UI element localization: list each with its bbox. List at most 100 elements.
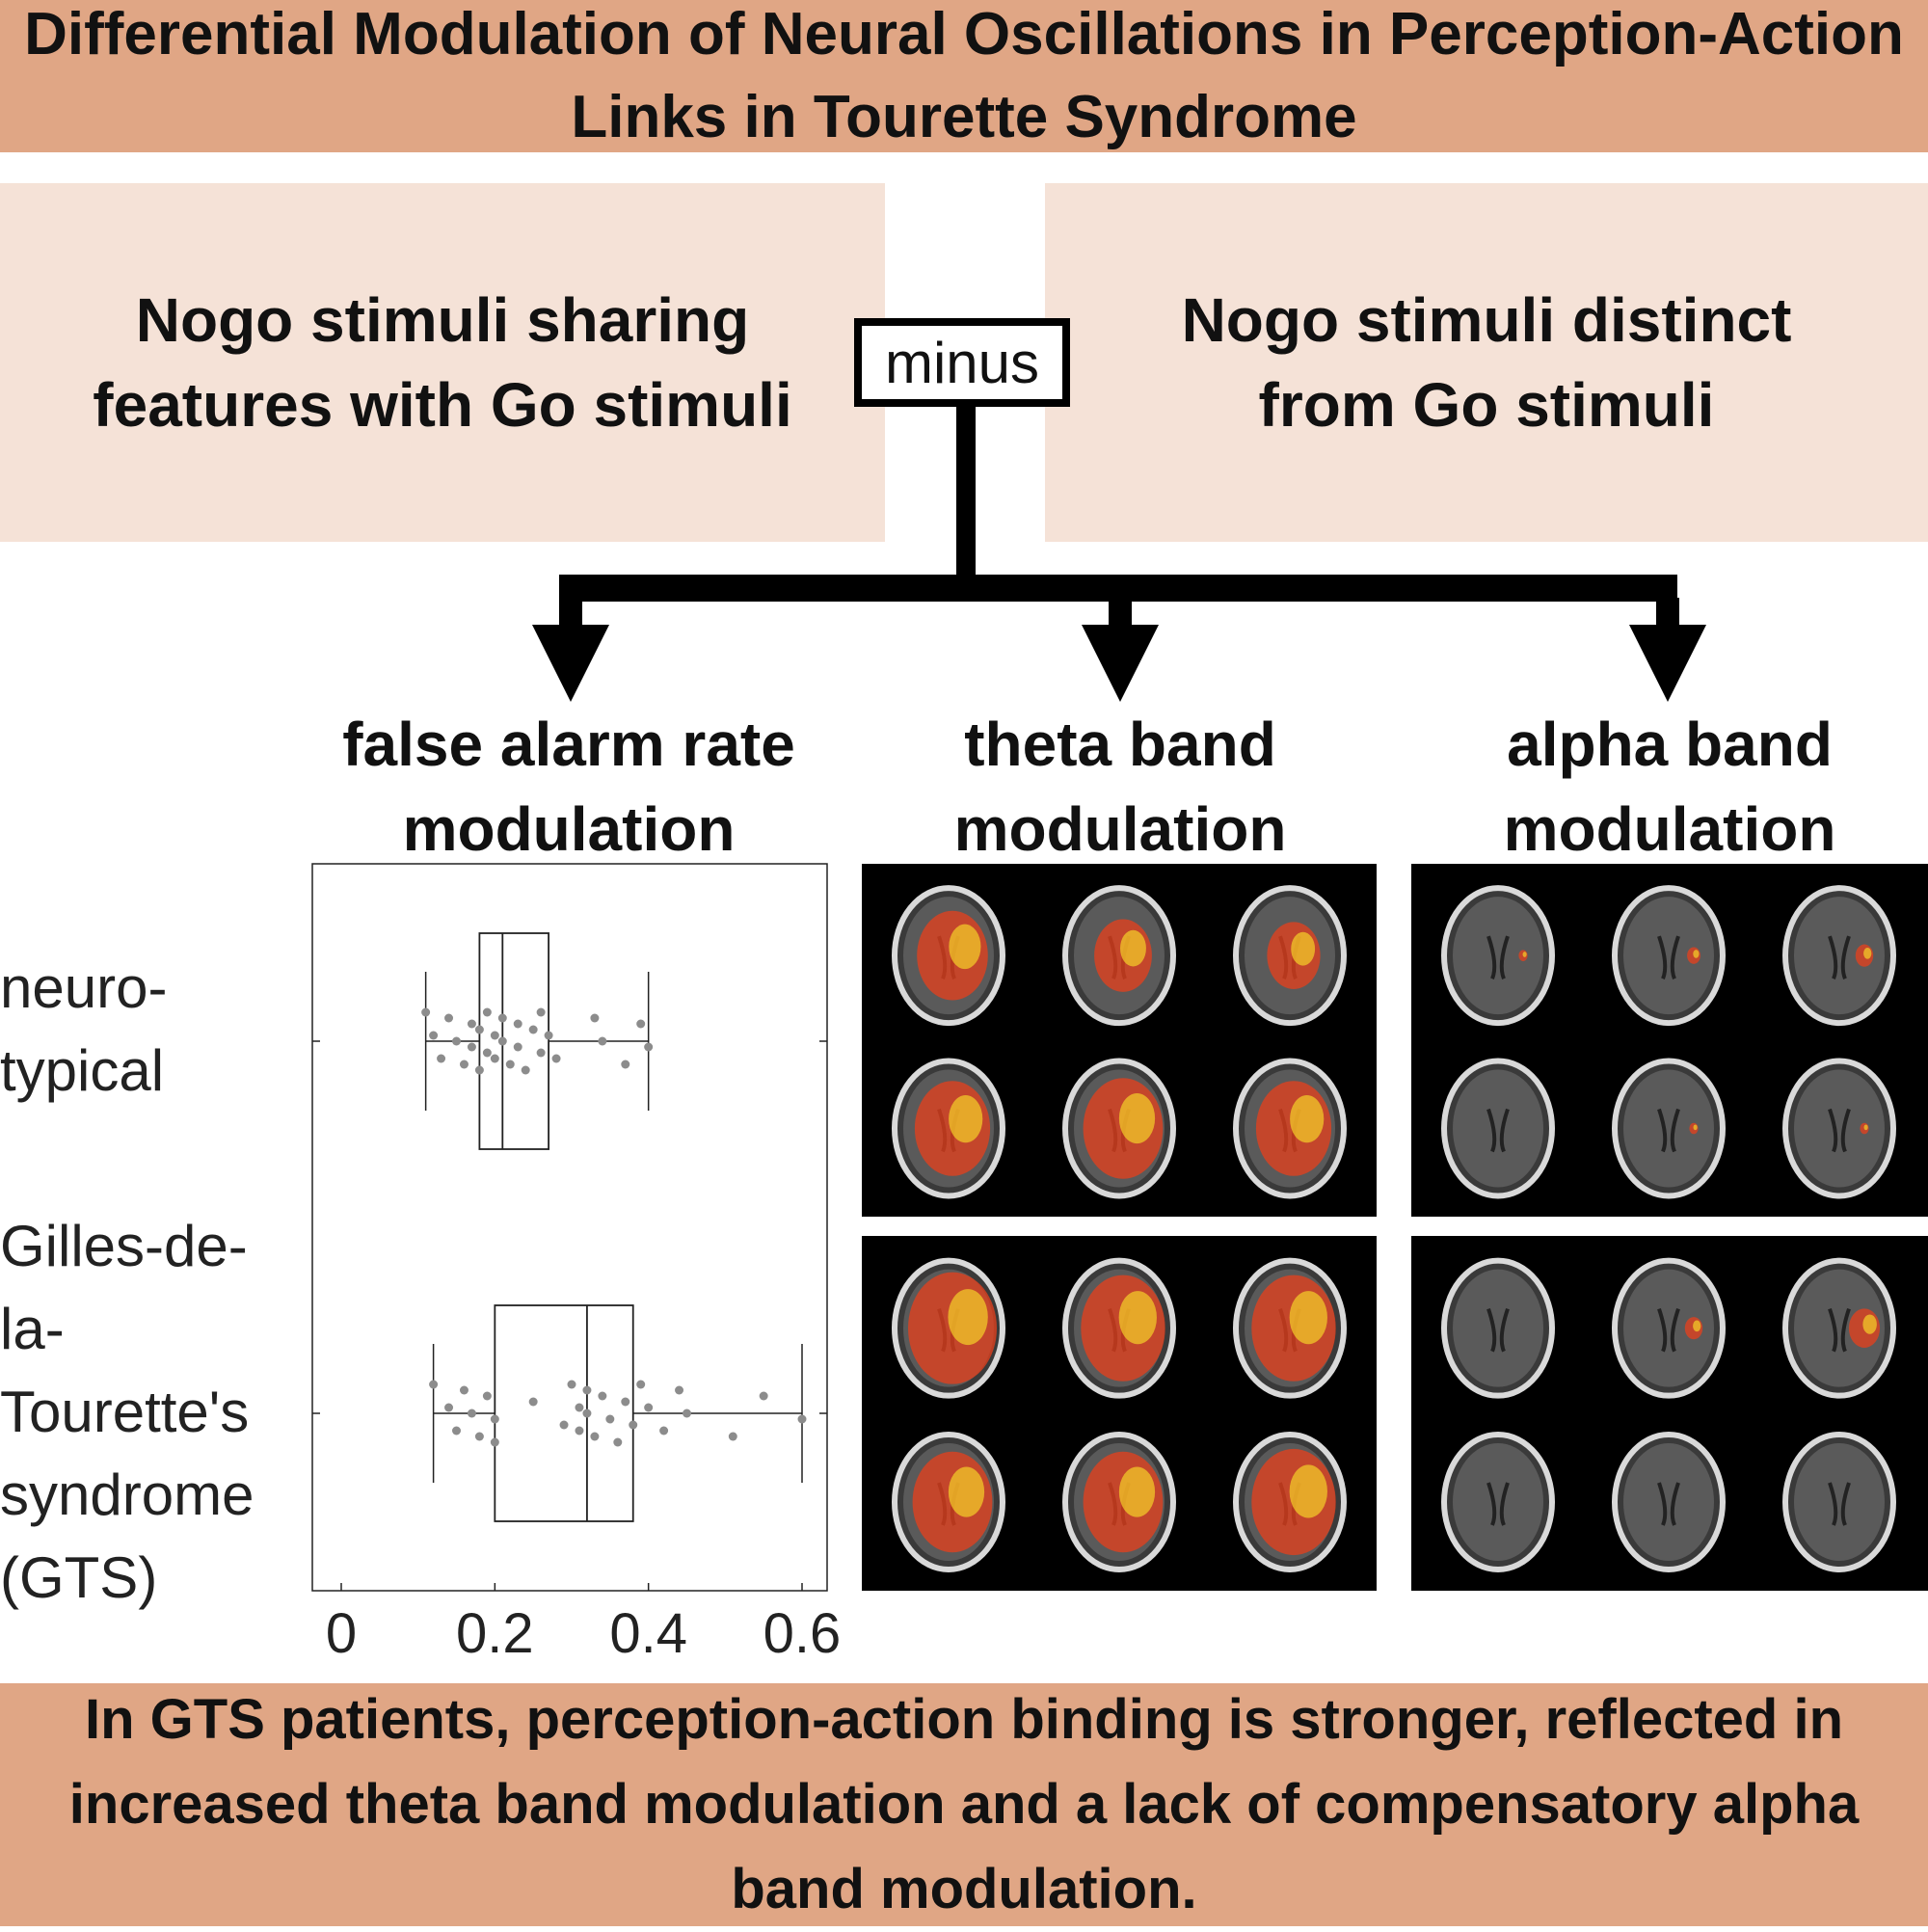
brain-tissue [1623, 1069, 1714, 1188]
condition-label-distinct: Nogo stimuli distinct from Go stimuli [1181, 285, 1792, 440]
data-point [459, 1060, 469, 1069]
data-point [528, 1397, 538, 1407]
activation-peak [948, 1289, 988, 1346]
data-point [482, 1391, 492, 1401]
data-point [598, 1391, 607, 1401]
data-point [575, 1403, 584, 1412]
title-banner: Differential Modulation of Neural Oscill… [0, 0, 1928, 152]
brain-tissue [1794, 1069, 1885, 1188]
theta-nt-slice [1062, 885, 1176, 1027]
conclusion-text: In GTS patients, perception-action bindi… [68, 1688, 1860, 1920]
ventricle [1828, 935, 1851, 979]
data-point [437, 1054, 446, 1063]
data-point [444, 1403, 454, 1412]
brain-tissue [1623, 897, 1714, 1015]
data-point [559, 1420, 569, 1430]
brain-tissue [1453, 1269, 1543, 1387]
theta-gts-slice [892, 1432, 1005, 1572]
data-point [467, 1409, 476, 1418]
data-point [636, 1380, 646, 1389]
connector-stem [956, 403, 976, 577]
data-point [590, 1013, 600, 1023]
data-point [629, 1420, 638, 1430]
data-point [490, 1054, 499, 1063]
brain-tissue [1453, 897, 1543, 1015]
arrow-theta-icon [1082, 625, 1159, 702]
data-point [452, 1426, 461, 1436]
page-title: Differential Modulation of Neural Oscill… [24, 1, 1904, 150]
ventricle [1486, 1482, 1510, 1526]
x-tick-label: 0 [326, 1602, 357, 1665]
data-point [759, 1391, 768, 1401]
data-point [544, 1031, 553, 1040]
box-iqr [494, 1304, 634, 1522]
connector-bar [559, 575, 1677, 602]
ventricle [1657, 935, 1680, 979]
box-iqr [478, 932, 549, 1150]
heading-alpha: alpha band modulation [1503, 710, 1836, 864]
activation-peak [1120, 929, 1146, 967]
alpha-neurotypical-brain-maps [1411, 864, 1928, 1217]
data-point [536, 1007, 546, 1017]
data-point [474, 1025, 484, 1034]
condition-panel-distinct: Nogo stimuli distinct from Go stimuli [1045, 183, 1928, 542]
alpha-gts-brain-maps [1411, 1236, 1928, 1591]
theta-nt-slice [1062, 1058, 1176, 1199]
data-point [621, 1397, 630, 1407]
alpha-gts-slice [1612, 1432, 1726, 1572]
activation-peak [1289, 1464, 1327, 1518]
data-point [659, 1426, 669, 1436]
x-tick-label: 0.4 [609, 1602, 687, 1665]
data-point [683, 1409, 691, 1418]
brain-tissue [1794, 1443, 1885, 1561]
data-point [505, 1060, 515, 1069]
data-point [459, 1385, 469, 1395]
data-point [575, 1426, 584, 1436]
activation-peak [1863, 1124, 1868, 1131]
ventricle [1486, 1108, 1510, 1153]
theta-gts-brain-maps [862, 1236, 1377, 1591]
data-point [536, 1048, 546, 1058]
connector-arrows [532, 403, 1706, 702]
data-point [474, 1065, 484, 1075]
alpha-nt-slice [1782, 1058, 1896, 1199]
data-point [567, 1380, 576, 1389]
alpha-nt-slice [1612, 1058, 1726, 1199]
data-point [644, 1042, 654, 1052]
data-point [675, 1385, 684, 1395]
brain-tissue [1453, 1443, 1543, 1561]
activation-peak [1693, 950, 1700, 958]
data-point [521, 1065, 530, 1075]
brain-tissue [1623, 1269, 1714, 1387]
data-point [429, 1380, 439, 1389]
data-point [513, 1019, 522, 1029]
activation-peak [1118, 1291, 1157, 1345]
row-label-neurotypical: neuro-typical [0, 955, 168, 1103]
data-point [582, 1385, 592, 1395]
alpha-gts-slice [1441, 1257, 1555, 1399]
heading-false-alarm: false alarm rate modulation [342, 710, 795, 864]
data-point [444, 1013, 454, 1023]
ventricle [1657, 1482, 1680, 1526]
theta-neurotypical-brain-maps [862, 864, 1377, 1217]
data-point [590, 1432, 600, 1441]
theta-gts-slice [1233, 1432, 1347, 1572]
alpha-gts-slice [1782, 1432, 1896, 1572]
data-point [582, 1409, 592, 1418]
conclusion-banner: In GTS patients, perception-action bindi… [0, 1683, 1928, 1926]
alpha-nt-slice [1612, 885, 1726, 1027]
data-point [467, 1042, 476, 1052]
data-point [497, 1013, 507, 1023]
x-tick-label: 0.6 [763, 1602, 842, 1665]
data-point [636, 1019, 646, 1029]
data-point [490, 1414, 499, 1424]
brain-tissue [1794, 897, 1885, 1015]
x-tick-label: 0.2 [456, 1602, 534, 1665]
condition-label-shared: Nogo stimuli sharing features with Go st… [93, 285, 792, 440]
alpha-nt-slice [1441, 1058, 1555, 1199]
ventricle [1486, 935, 1510, 979]
data-point [644, 1403, 654, 1412]
brain-tissue [1453, 1069, 1543, 1188]
activation-peak [948, 1466, 985, 1517]
ventricle [1828, 1482, 1851, 1526]
